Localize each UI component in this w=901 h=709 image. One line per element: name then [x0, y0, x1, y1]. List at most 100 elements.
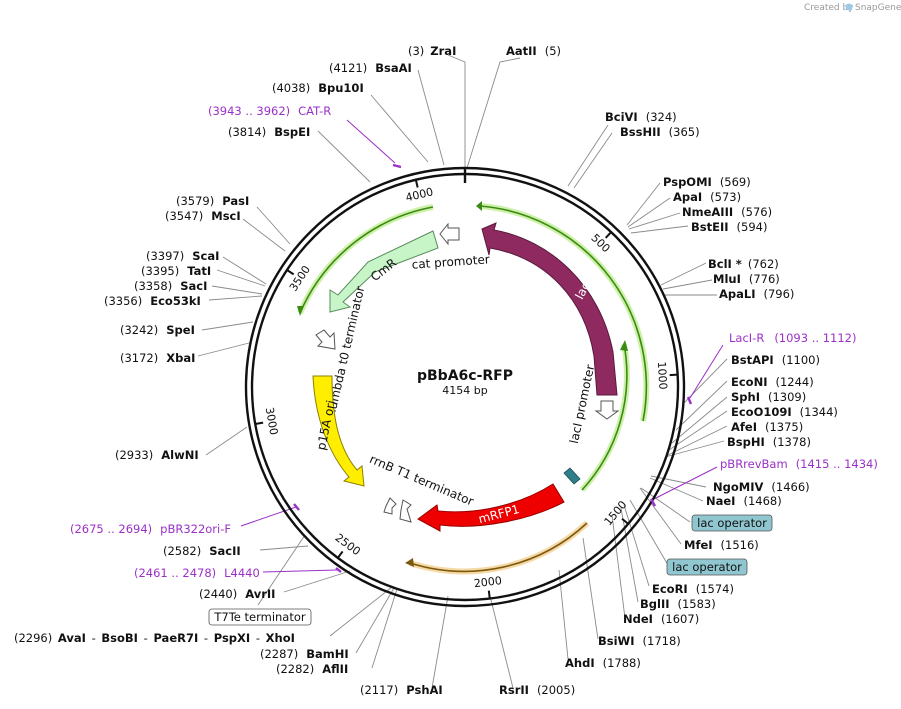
leader-mlui: [662, 279, 713, 290]
leader-scai: [222, 256, 267, 285]
site-pos: (5): [545, 44, 561, 58]
site-name: NaeI: [706, 494, 735, 508]
snapgene-logo-icon: [845, 3, 853, 11]
site-pos: (2282): [276, 662, 314, 676]
leader-ecori: [623, 504, 650, 587]
plasmid-size: 4154 bp: [442, 384, 487, 397]
site-name: XhoI: [266, 631, 295, 645]
site-pos: (573): [710, 190, 741, 204]
site-name: SacII: [209, 544, 240, 558]
svg-text:(3242)SpeI: (3242)SpeI: [120, 323, 195, 337]
site-pos: (1583): [678, 597, 716, 611]
svg-text:AfeI(1375): AfeI(1375): [731, 420, 803, 434]
leader-l4440: [262, 569, 338, 573]
lac-operator-box-1: [691, 514, 773, 532]
leader-pasi: [256, 206, 291, 245]
site-pos: (576): [741, 205, 772, 219]
primer-range: (2675 .. 2694): [70, 522, 152, 536]
svg-text:NdeI(1607): NdeI(1607): [623, 612, 699, 626]
scale-tick-label: 2500: [333, 531, 363, 558]
svg-text:MfeI(1516): MfeI(1516): [684, 538, 759, 552]
primer-mark-cat-r: [392, 163, 402, 169]
credit-brand: SnapGene: [855, 3, 901, 13]
scale-tick: [286, 269, 295, 276]
site-pos: (324): [646, 110, 677, 124]
svg-text:(2282)AflII: (2282)AflII: [276, 662, 348, 676]
leader-eco53ki: [208, 295, 263, 301]
leader-pshai: [431, 595, 449, 689]
scale-tick-label: 1500: [602, 498, 630, 528]
site-name: PshAI: [406, 683, 442, 697]
svg-text:ApaLI(796): ApaLI (796): [719, 287, 794, 301]
leader-pbr322ori-f: [240, 506, 297, 527]
scale-tick: [414, 179, 419, 188]
cat-promoter-label: cat promoter: [411, 252, 490, 271]
site-name: BamHI: [306, 647, 348, 661]
site-pos: (1574): [696, 582, 734, 596]
site-sep: -: [204, 631, 208, 645]
primer-mark-laci-r: [686, 396, 693, 405]
primer-labels: (3943 .. 3962)CAT-R LacI-R(1093 .. 1112)…: [70, 104, 878, 580]
primer-mark-l4440: [335, 567, 342, 573]
site-name: EcoO109I: [731, 405, 792, 419]
site-pos: (796): [764, 287, 795, 301]
site-name: AvaI: [58, 631, 86, 645]
plasmid-name: pBbA6c-RFP: [417, 368, 513, 384]
site-name: NdeI: [623, 612, 653, 626]
svg-text:ApaI(573): ApaI (573): [673, 190, 741, 204]
site-name: BspHI: [727, 435, 765, 449]
leader-pspomi: [626, 182, 661, 226]
leader-bspei: [317, 130, 371, 183]
site-name: PaeR7I: [153, 631, 198, 645]
svg-text:EcoRI(1574): EcoRI(1574): [652, 582, 734, 596]
site-name: BclI *: [708, 257, 742, 271]
site-pos: (1100): [782, 353, 820, 367]
scale-tick-label: 3000: [263, 406, 281, 436]
leader-bsphi: [664, 440, 725, 458]
leader-bsteii: [630, 225, 689, 234]
laci-promoter-region-arrowhead: [620, 340, 628, 351]
svg-text:(4038)Bpu10I: (4038)Bpu10I: [272, 81, 364, 95]
leader-sphi: [671, 396, 728, 444]
site-name: PasI: [222, 194, 249, 208]
credit-prefix: Created by: [804, 3, 854, 13]
site-pos: (1516): [721, 538, 759, 552]
leader-aflii: [371, 588, 398, 669]
site-name: ApaLI: [719, 287, 756, 301]
svg-text:NgoMIV(1466): NgoMIV(1466): [713, 480, 810, 494]
site-pos: (1718): [643, 634, 681, 648]
site-name: MluI: [713, 272, 741, 286]
leader-sacii: [259, 545, 309, 551]
svg-text:(2461 .. 2478)L4440: (2461 .. 2478)L4440: [134, 566, 260, 580]
site-name: BspEI: [274, 125, 310, 139]
leader-ngomiv: [650, 475, 707, 488]
lac-operator-label-1: lac operator: [697, 516, 767, 530]
svg-text:BciVI(324): BciVI(324): [605, 110, 677, 124]
site-name: SphI: [731, 390, 760, 404]
svg-text:BspHI(1378): BspHI(1378): [727, 435, 811, 449]
svg-text:(4121)BsaAI: (4121)BsaAI: [329, 61, 412, 75]
svg-text:NaeI(1468): NaeI(1468): [706, 494, 782, 508]
primer-mark-pbr322ori-f: [293, 503, 300, 511]
leader-bsiwi: [582, 537, 599, 640]
t7te-terminator-label: T7Te terminator: [213, 610, 306, 624]
svg-text:(3)ZraI: (3)ZraI: [408, 44, 456, 58]
svg-text:(3547)MscI: (3547)MscI: [165, 209, 241, 223]
primer-range: (2461 .. 2478): [134, 566, 216, 580]
site-name: PspOMI: [663, 175, 712, 189]
mrfp1-region-arc: [409, 522, 588, 573]
site-name: ApaI: [673, 190, 702, 204]
site-name: MscI: [211, 209, 240, 223]
site-name: Eco53kI: [150, 294, 201, 308]
scale-tick: [337, 550, 344, 559]
site-leader-lines: [197, 54, 728, 689]
mrfp1-gene-arrow: [417, 483, 565, 532]
laci-promoter-region-arc: [581, 343, 628, 491]
laci-region-arrowhead: [476, 201, 482, 211]
svg-text:EcoO109I(1344): EcoO109I(1344): [731, 405, 838, 419]
primer-marks: [293, 163, 693, 573]
site-name: AhdI: [565, 656, 595, 670]
site-name: AlwNI: [161, 448, 198, 462]
site-pos: (594): [737, 220, 768, 234]
